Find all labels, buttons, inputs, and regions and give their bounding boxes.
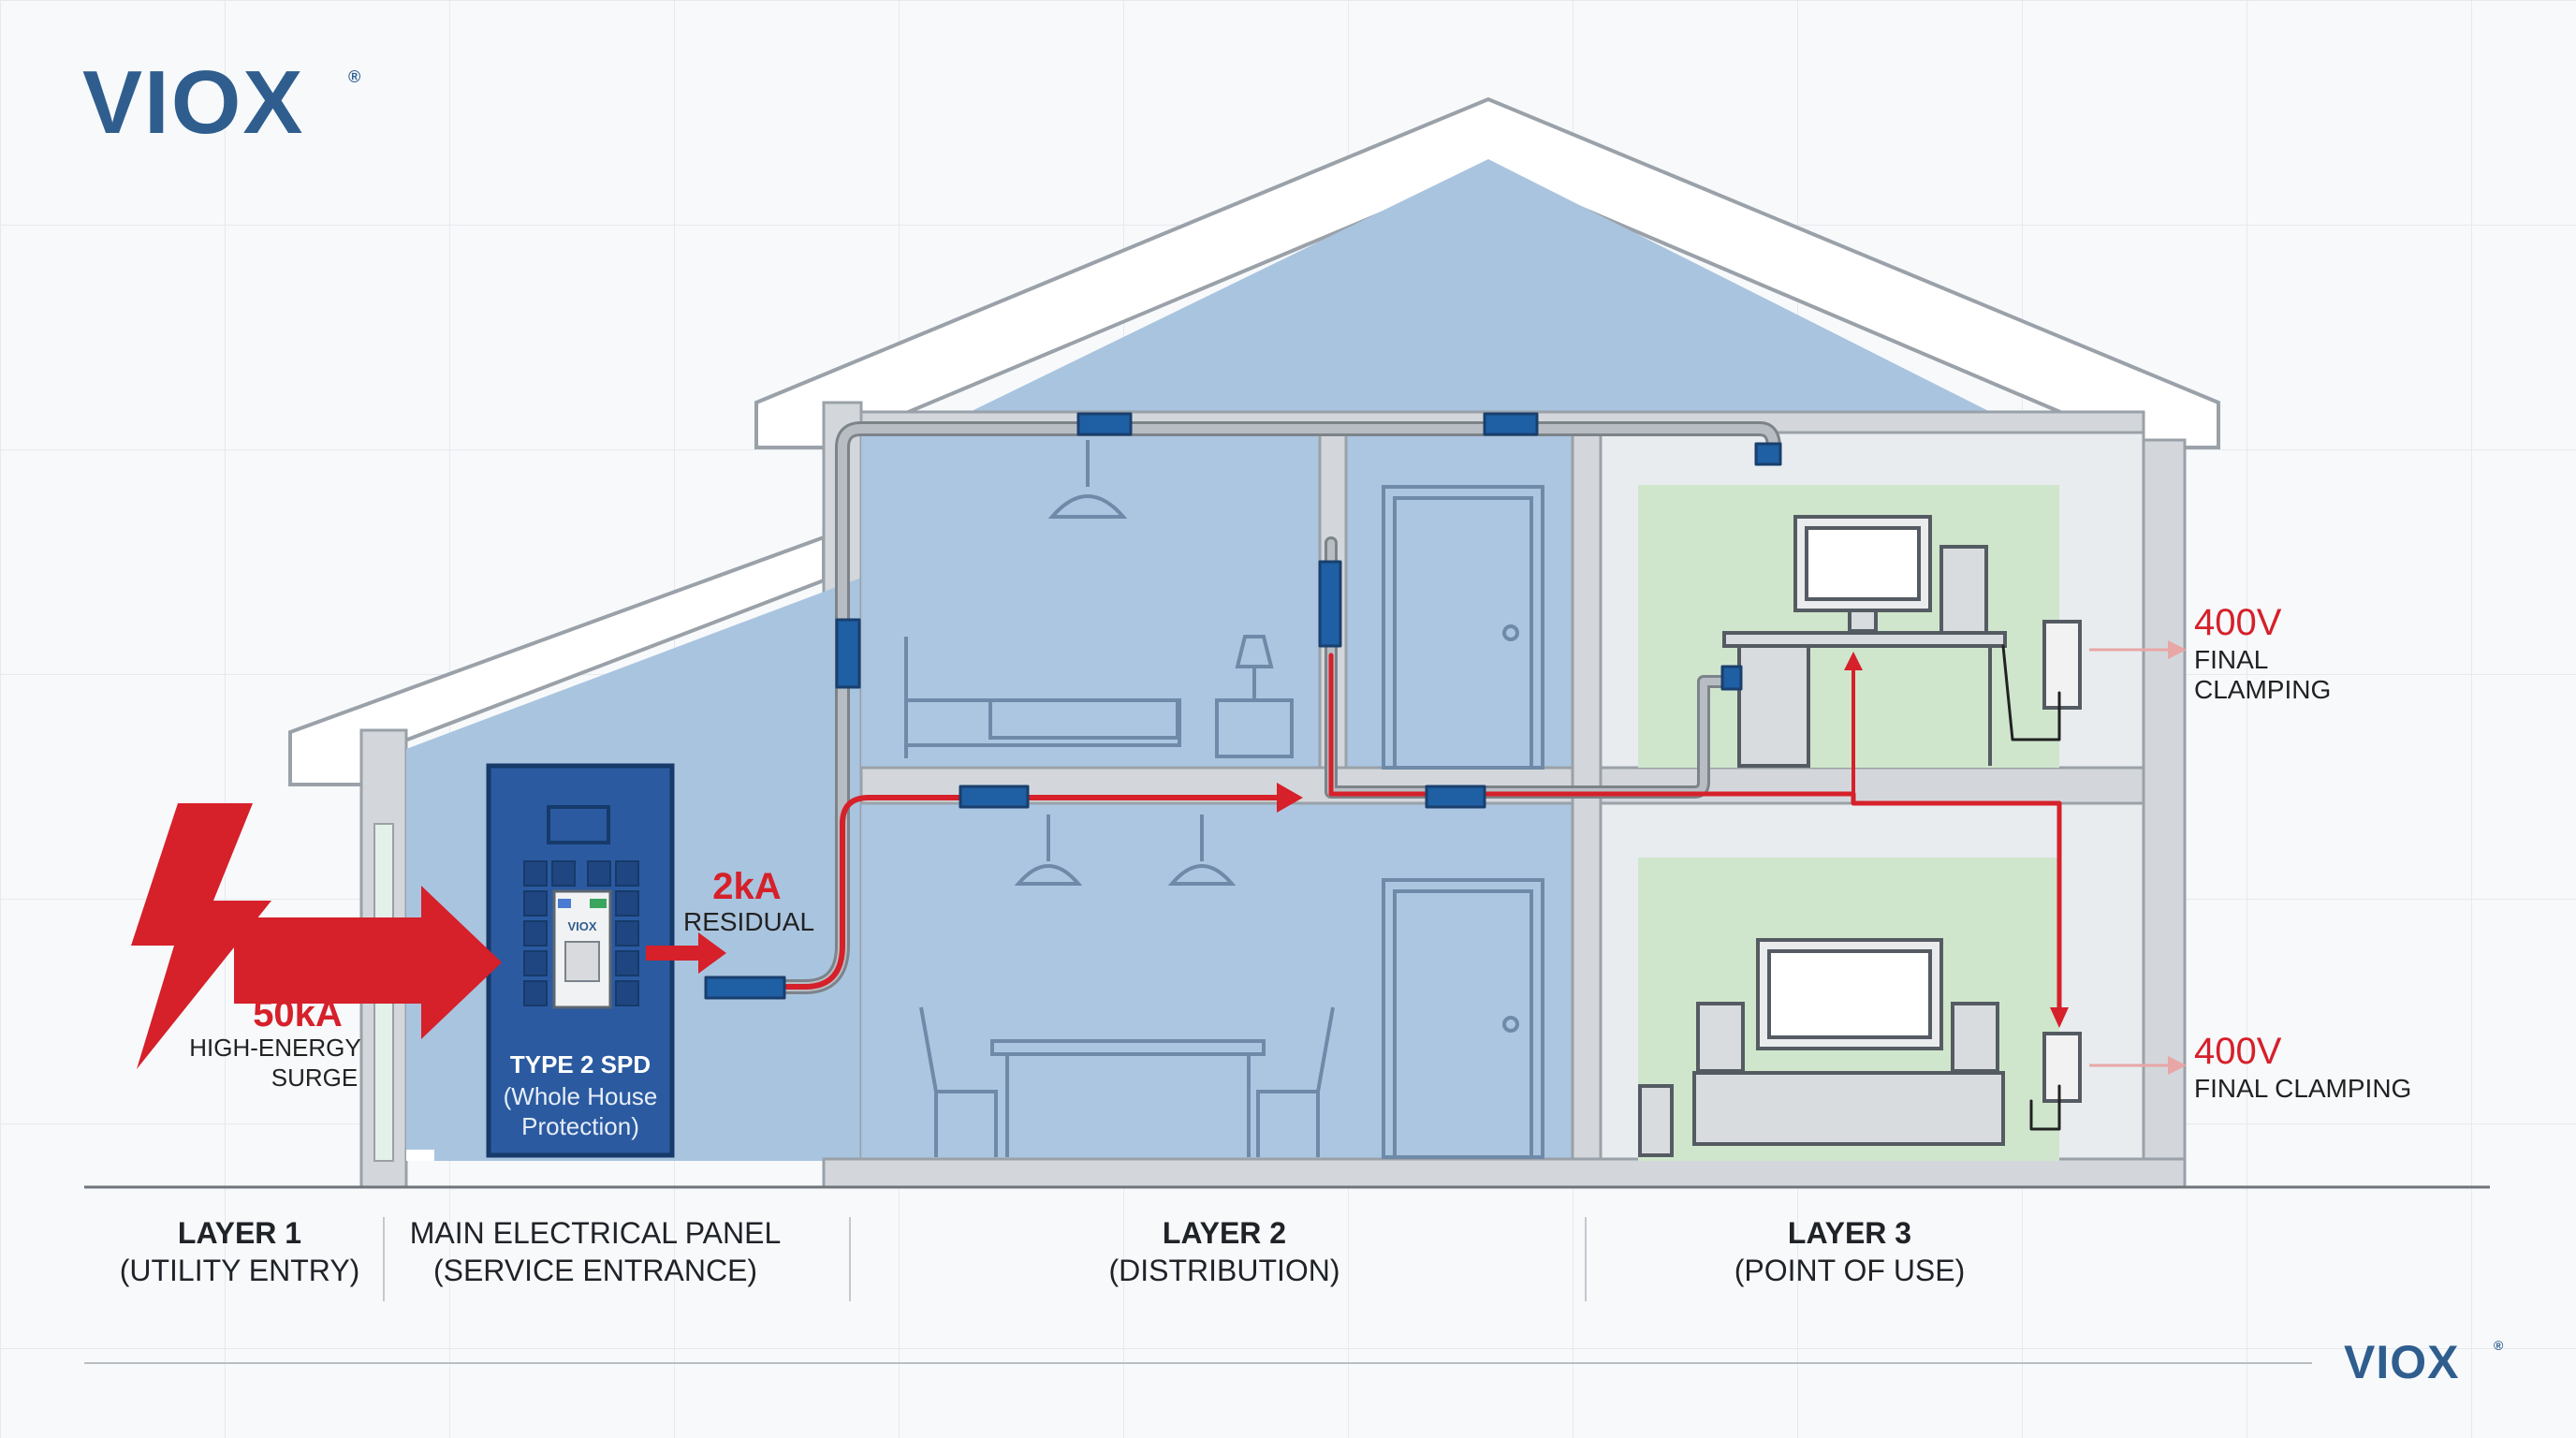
chair-right	[1256, 1006, 1335, 1157]
clamp-arrowhead-2	[2168, 1056, 2187, 1075]
dining-table	[990, 1039, 1266, 1056]
office-outlet	[2042, 620, 2082, 710]
footer-layer1-subtitle: (UTILITY ENTRY)	[120, 1254, 360, 1287]
footer-layer3-title: LAYER 3	[1788, 1216, 1911, 1250]
junction-box-1	[1076, 412, 1133, 436]
clamp-value-1: 400V	[2194, 602, 2282, 643]
clamp-value-2: 400V	[2194, 1031, 2282, 1072]
desk-top	[1722, 631, 2007, 648]
junction-box-5	[1318, 560, 1342, 648]
office-furniture	[1722, 515, 2082, 768]
tv-cabinet	[1692, 1071, 2005, 1146]
surge-arrow	[234, 886, 502, 1039]
junction-box-8	[704, 976, 786, 1000]
ground-slab	[822, 1157, 2187, 1189]
panel-subtitle-line1: (Whole House	[504, 1082, 658, 1110]
upper-door-knob	[1502, 624, 1519, 641]
speaker-right	[1951, 1002, 1999, 1073]
junction-box-7	[1425, 785, 1486, 809]
panel-subtitle-line2: Protection)	[521, 1112, 639, 1140]
panel-label-plate	[547, 805, 610, 844]
junction-box-9	[1720, 665, 1743, 691]
right-wall	[2142, 438, 2187, 1189]
residual-arrowhead	[1277, 783, 1303, 813]
table-lamp	[1235, 635, 1274, 668]
bedroom-ceiling-lamp	[1047, 494, 1128, 519]
footer-layer2-subtitle: (DISTRIBUTION)	[1108, 1254, 1339, 1287]
main-electrical-panel: VIOX TYPE 2 SPD (Whole House Protection)	[486, 763, 675, 1158]
spd-brand: VIOX	[567, 919, 596, 933]
office-arrowhead	[1844, 652, 1863, 670]
office-power-cord	[2001, 644, 2061, 741]
top-logo-registered: ®	[348, 67, 360, 86]
junction-box-4	[835, 618, 861, 689]
spd-indicator	[558, 899, 571, 908]
lower-door-knob	[1502, 1016, 1519, 1033]
spd-window	[564, 941, 600, 982]
upper-door-inner	[1393, 496, 1533, 770]
junction-box-6	[959, 785, 1030, 809]
spd-status-led	[590, 899, 607, 908]
interior-furniture	[904, 440, 1544, 1159]
lower-door-inner	[1393, 889, 1533, 1159]
footer-layer2-title: LAYER 2	[1163, 1216, 1286, 1250]
residual-callout: 2kA RESIDUAL	[646, 866, 814, 974]
dining-lamp-2	[1167, 864, 1237, 886]
residual-wire	[716, 795, 1280, 990]
residual-label: RESIDUAL	[683, 907, 814, 936]
bed-blanket	[988, 698, 1179, 740]
surge-value: 50kA	[253, 993, 343, 1034]
wiring	[704, 412, 2069, 1131]
residual-value: 2kA	[712, 866, 781, 907]
monitor-stand	[1848, 609, 1878, 633]
footer-layer1-title: LAYER 1	[178, 1216, 301, 1250]
clamp-label-2: FINAL CLAMPING	[2194, 1074, 2411, 1103]
speaker-left	[1696, 1002, 1745, 1073]
distribution-wire	[1328, 653, 2062, 1023]
tv-screen	[1767, 949, 1932, 1039]
surge-input: 50kA HIGH-ENERGY SURGE	[131, 803, 502, 1092]
footer-layer3-subtitle: (POINT OF USE)	[1734, 1254, 1966, 1287]
desk-drawers	[1737, 644, 1810, 768]
attic-fill	[897, 159, 2061, 448]
panel-title: TYPE 2 SPD	[510, 1050, 651, 1078]
footer-panel-subtitle: (SERVICE ENTRANCE)	[433, 1254, 757, 1287]
game-console	[1638, 1084, 1674, 1157]
dining-lamp-1	[1014, 864, 1083, 886]
lightning-bolt-icon	[131, 803, 271, 1069]
clamp-label-1b: CLAMPING	[2194, 675, 2331, 704]
clamp-arrowhead-1	[2168, 640, 2187, 659]
media-power-cord	[2029, 1084, 2061, 1131]
footer-labels: LAYER 1 (UTILITY ENTRY) MAIN ELECTRICAL …	[120, 1216, 1966, 1287]
pc-tower	[1939, 545, 1988, 635]
top-logo: VIOX	[82, 52, 304, 153]
footer-panel-title: MAIN ELECTRICAL PANEL	[410, 1216, 782, 1250]
chair-left	[919, 1006, 998, 1157]
surge-label-line1: HIGH-ENERGY	[189, 1034, 360, 1062]
garage-sill	[406, 1150, 434, 1161]
point-of-use-callouts: 400V FINAL CLAMPING 400V FINAL CLAMPING	[2089, 602, 2411, 1103]
media-furniture	[1638, 938, 2082, 1157]
clamp-label-1a: FINAL	[2194, 645, 2268, 674]
junction-box-3	[1754, 442, 1782, 466]
residual-arrow	[646, 932, 726, 974]
bottom-logo: VIOX	[2344, 1336, 2459, 1388]
junction-box-2	[1483, 412, 1539, 436]
media-arrowhead	[2050, 1007, 2069, 1028]
bottom-logo-registered: ®	[2494, 1338, 2504, 1353]
monitor-screen	[1805, 526, 1921, 601]
media-outlet	[2042, 1032, 2082, 1103]
surge-label-line2: SURGE	[271, 1064, 358, 1092]
breaker-grid	[523, 860, 639, 1006]
